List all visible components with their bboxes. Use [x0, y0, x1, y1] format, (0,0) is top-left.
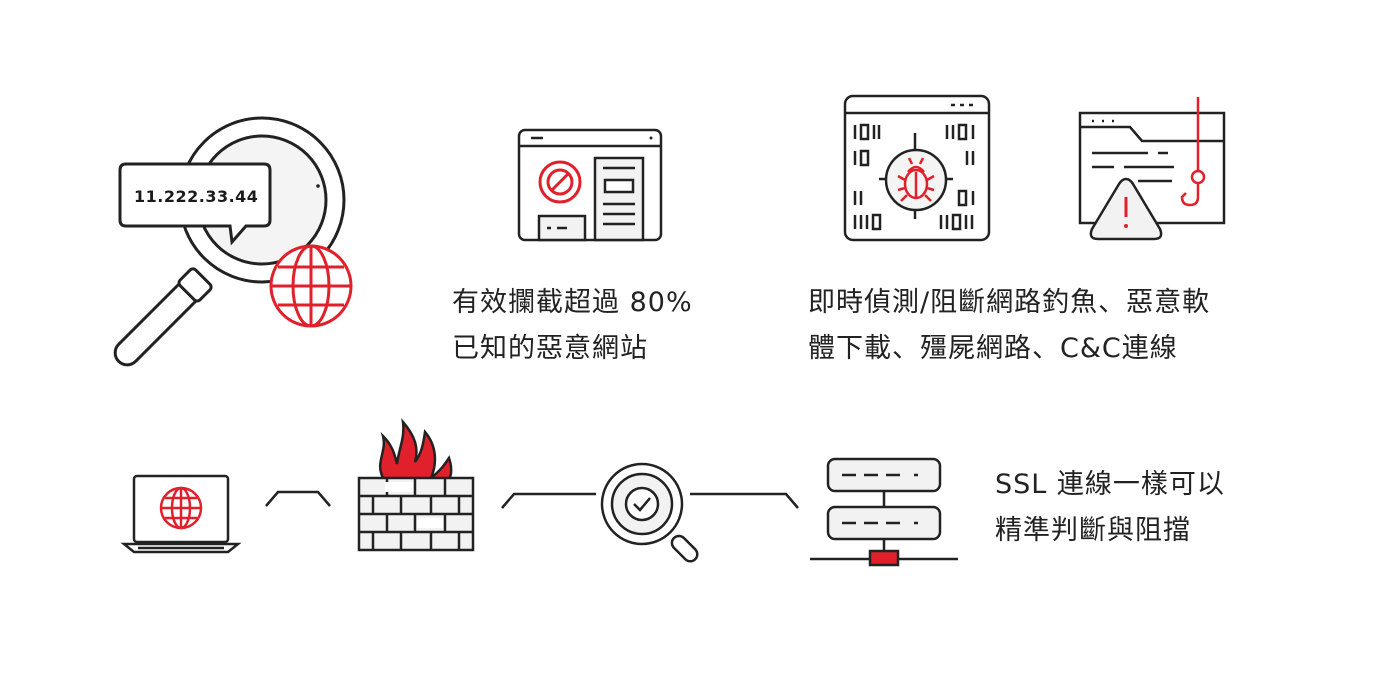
warning-icon	[1089, 177, 1163, 241]
speech-bubble-icon: 11.222.33.44	[118, 162, 272, 246]
ip-address-label: 11.222.33.44	[134, 187, 258, 206]
ssl-inspect-caption-line1: SSL 連線一樣可以	[995, 469, 1225, 500]
block-sites-caption: 有效攔截超過 80% 已知的惡意網站	[452, 280, 693, 372]
realtime-detect-caption-line2: 體下載、殭屍網路、C&C連線	[808, 333, 1178, 364]
ssl-inspect-caption: SSL 連線一樣可以 精準判斷與阻擋	[995, 462, 1225, 554]
server-icon	[810, 457, 958, 567]
browser-window-icon	[517, 128, 663, 242]
block-sites-caption-line1: 有效攔截超過 80%	[452, 287, 693, 318]
phishing-hook-folder-icon	[1078, 97, 1226, 225]
laptop-icon	[120, 474, 242, 554]
connector-line-2	[501, 492, 799, 509]
block-sites-caption-line2: 已知的惡意網站	[452, 333, 648, 364]
connector-line-1	[265, 490, 331, 507]
inspection-magnifier-icon	[600, 462, 699, 563]
ssl-inspect-caption-line2: 精準判斷與阻擋	[995, 515, 1191, 546]
firewall-icon	[357, 418, 475, 552]
bug-icon	[884, 148, 948, 212]
prohibited-icon	[538, 160, 582, 204]
globe-icon	[269, 244, 353, 328]
realtime-detect-caption-line1: 即時偵測/阻斷網路釣魚、惡意軟	[808, 287, 1211, 318]
realtime-detect-caption: 即時偵測/阻斷網路釣魚、惡意軟 體下載、殭屍網路、C&C連線	[808, 280, 1210, 372]
